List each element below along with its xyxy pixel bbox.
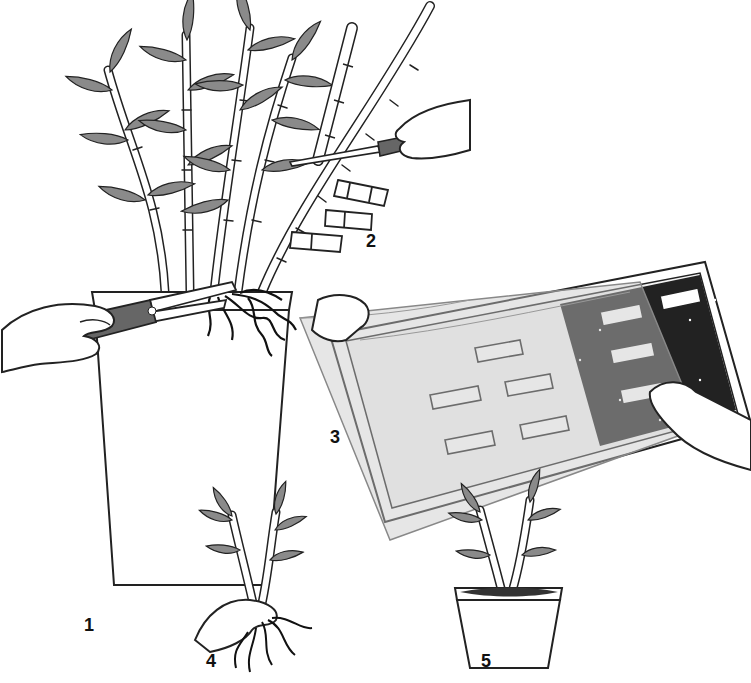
plastic-film xyxy=(300,282,700,540)
hand xyxy=(650,382,751,470)
leaves xyxy=(64,0,334,216)
callout-number: 5 xyxy=(481,652,491,670)
cut-pieces xyxy=(290,180,388,252)
cane-cutting xyxy=(290,28,470,252)
callout-number: 4 xyxy=(206,652,216,670)
pot xyxy=(457,600,560,668)
hand xyxy=(396,100,470,159)
pot-rim xyxy=(455,588,562,600)
roots xyxy=(208,290,296,356)
callout-number: 1 xyxy=(84,616,94,634)
soil xyxy=(460,588,558,597)
callout-number: 2 xyxy=(366,232,376,250)
knife-blade xyxy=(290,146,380,166)
hand xyxy=(2,304,114,372)
hand xyxy=(312,295,369,341)
pot xyxy=(95,310,289,585)
roots xyxy=(235,618,312,672)
rooted-plantlet xyxy=(195,480,312,672)
callout-number: 3 xyxy=(330,428,340,446)
potted-plantlet xyxy=(448,468,562,668)
propagation-tray xyxy=(300,262,751,540)
